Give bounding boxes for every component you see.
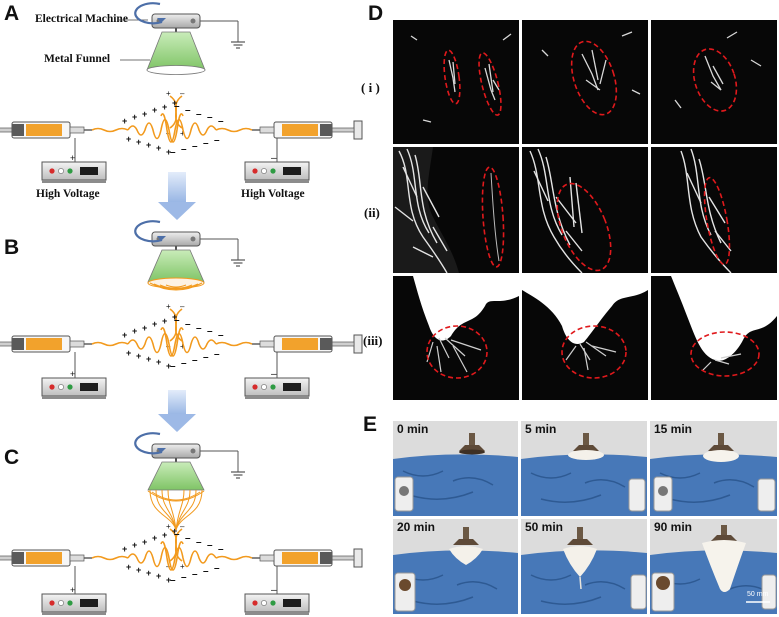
photo-0-min: 0 min <box>393 421 518 516</box>
row-label-iii: (iii) <box>363 333 383 348</box>
panel-letter-a: A <box>4 2 20 25</box>
svg-text:–: – <box>271 585 277 596</box>
panel-letter-d: D <box>368 2 384 25</box>
micrograph-iii-1 <box>393 276 519 400</box>
label-high-voltage-left: High Voltage <box>36 188 100 200</box>
time-label-5: 5 min <box>525 422 557 436</box>
svg-text:+: + <box>70 585 75 595</box>
time-label-0: 0 min <box>397 422 429 436</box>
micrograph-i-2 <box>522 20 648 144</box>
svg-text:+: + <box>70 369 75 379</box>
micrograph-iii-2 <box>522 276 648 400</box>
svg-text:–: – <box>271 153 277 164</box>
photo-20-min: 20 min <box>393 519 518 614</box>
svg-text:+: + <box>70 153 75 163</box>
time-label-20: 20 min <box>397 520 436 534</box>
panel-letter-c: C <box>4 446 20 469</box>
panel-letter-e: E <box>363 413 378 436</box>
micrograph-iii-3 <box>651 276 777 400</box>
time-label-90: 90 min <box>654 520 693 534</box>
micrograph-ii-2 <box>522 147 648 273</box>
time-label-50: 50 min <box>525 520 564 534</box>
panel-letter-b: B <box>4 236 20 259</box>
micrograph-i-1 <box>393 20 519 144</box>
photo-90-min: 90 min 50 mm <box>650 519 777 614</box>
photo-15-min: 15 min <box>650 421 777 516</box>
micrograph-ii-1 <box>393 147 519 273</box>
micrograph-i-3 <box>651 20 777 144</box>
svg-text:–: – <box>271 369 277 380</box>
label-high-voltage-right: High Voltage <box>241 188 305 200</box>
label-electrical-machine: Electrical Machine <box>35 13 128 25</box>
row-label-i: ( i ) <box>361 80 380 95</box>
time-label-15: 15 min <box>654 422 693 436</box>
photo-5-min: 5 min <box>521 421 647 516</box>
scale-bar-label: 50 mm <box>747 591 769 598</box>
schematic-diagram: +++ +++ +++ ++ ––– –– ––– –– + – – + <box>0 2 363 616</box>
label-metal-funnel: Metal Funnel <box>44 53 111 65</box>
row-label-ii: (ii) <box>364 205 380 220</box>
photo-50-min: 50 min <box>521 519 647 614</box>
micrograph-ii-3 <box>651 147 777 273</box>
